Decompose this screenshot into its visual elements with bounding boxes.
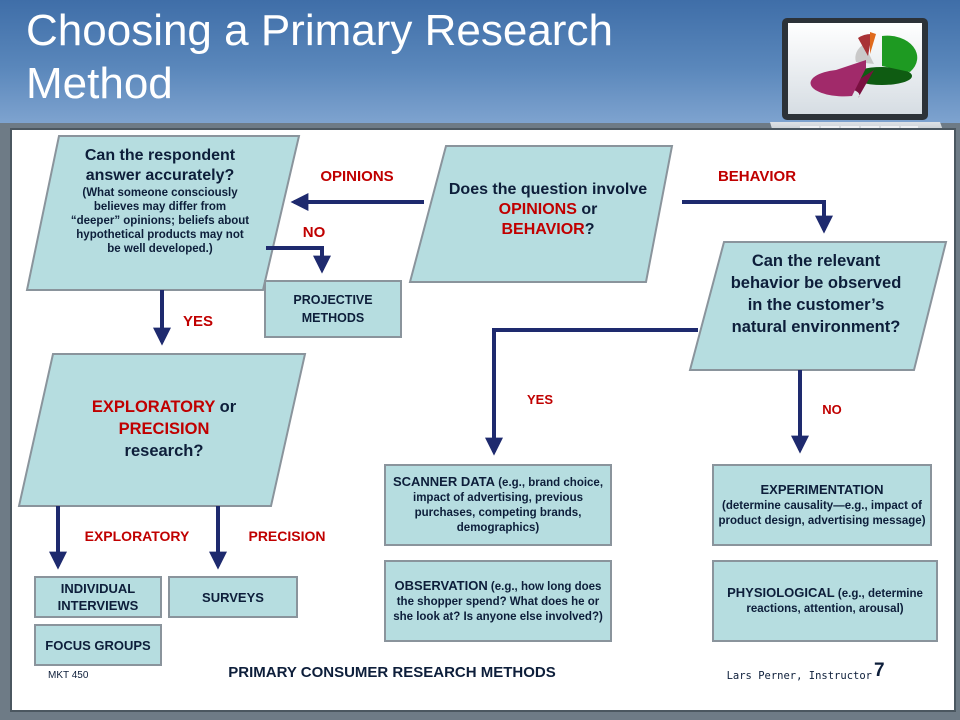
edge-label-yes-observe: YES [526, 392, 553, 407]
surveys-box: SURVEYS [168, 576, 298, 618]
footer-instructor: Lars Perner, Instructor [726, 670, 872, 682]
laptop-pie-chart-icon [770, 18, 950, 150]
physiological-box: PHYSIOLOGICAL (e.g., determine reactions… [712, 560, 938, 642]
slide-title: Choosing a Primary Research Method [26, 6, 613, 108]
edge-label-no-observe: NO [822, 402, 842, 417]
edge-label-precision: PRECISION [248, 528, 326, 544]
question-behavior-observed: Can the relevant behavior be observed in… [730, 252, 902, 336]
question-answer-accurately: Can the respondent answer accurately? (W… [70, 147, 250, 255]
edge-label-exploratory: EXPLORATORY [84, 528, 190, 544]
footer-course-code: MKT 450 [48, 670, 89, 681]
focus-groups-box: FOCUS GROUPS [34, 624, 162, 666]
edge-label-yes-accurate: YES [182, 313, 213, 330]
slide-number: 7 [874, 660, 885, 681]
arrow-no-projective [266, 246, 331, 274]
projective-methods-box: PROJECTIVE METHODS [264, 280, 402, 338]
scanner-data-box: SCANNER DATA (e.g., brand choice, impact… [384, 464, 612, 546]
flowchart-shapes [17, 135, 948, 570]
observation-box: OBSERVATION (e.g., how long does the sho… [384, 560, 612, 642]
question-accurate-shape [25, 135, 301, 291]
question-observed-shape [688, 241, 948, 371]
edge-label-opinions: OPINIONS [320, 168, 394, 185]
arrow-behavior [682, 200, 833, 234]
slide-header: Choosing a Primary Research Method [0, 0, 960, 150]
footer-topic: PRIMARY CONSUMER RESEARCH METHODS [228, 664, 556, 681]
individual-interviews-box: INDIVIDUAL INTERVIEWS [34, 576, 162, 618]
experimentation-box: EXPERIMENTATION(determine causality—e.g.… [712, 464, 932, 546]
arrow-yes-observe [485, 328, 698, 456]
question-exploratory-shape [17, 353, 307, 507]
edge-label-no-projective: NO [302, 224, 326, 241]
edge-label-behavior: BEHAVIOR [717, 168, 797, 185]
question-opinions-behavior-shape [408, 145, 674, 283]
